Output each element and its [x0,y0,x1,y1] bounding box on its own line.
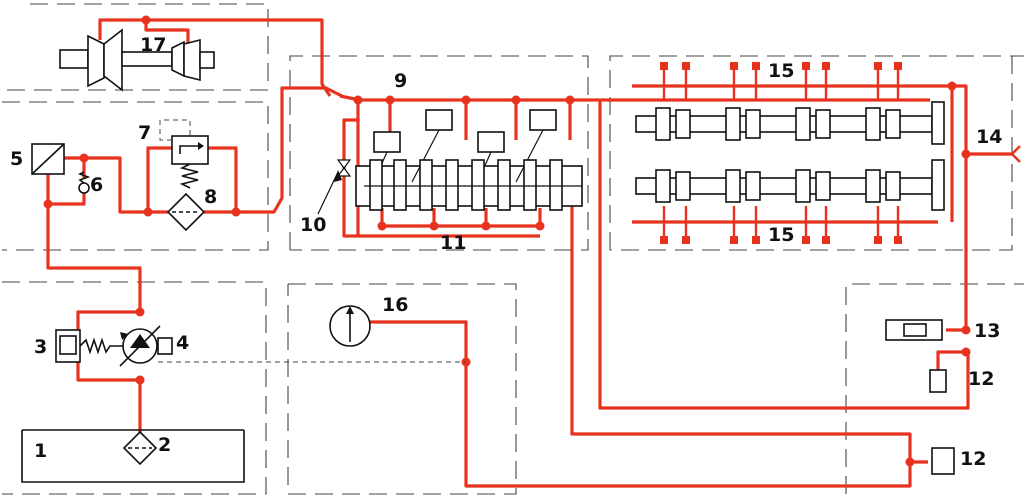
callout-12-lower: 12 [960,448,987,470]
callout-17: 17 [140,34,167,56]
callout-4: 4 [176,332,190,354]
zone-filter [2,101,269,251]
callout-15-top: 15 [768,60,795,82]
callout-11: 11 [440,232,467,254]
callout-7: 7 [138,122,152,144]
oil-pump-icon [119,325,173,367]
pressure-regulator-icon [55,329,124,363]
oil-pan-icon [21,429,245,483]
callout-8: 8 [204,186,218,208]
zone-cam [609,55,1024,250]
pressure-gauge-icon [329,305,371,347]
piston-jet-valve-icon [317,159,352,215]
callout-10: 10 [300,214,327,236]
callout-6: 6 [90,174,104,196]
callout-15-bottom: 15 [768,224,795,246]
bypass-valve-icon [159,119,209,189]
callout-12-upper: 12 [968,368,995,390]
strainer-icon [122,430,158,466]
callout-14: 14 [976,126,1003,148]
check-valve-icon [78,171,91,194]
zone-turbo [2,3,269,91]
tensioner-icon [885,319,943,341]
callout-1: 1 [34,440,48,462]
camshaft-bearings-icon [635,62,945,244]
callout-2: 2 [158,434,172,456]
spray-nozzle-icon [1011,145,1021,163]
crankshaft-bearings-icon [355,109,583,211]
pump-outlet-line [46,204,142,312]
zone-cam-right [610,56,1013,251]
zone-gauge [287,283,517,495]
callout-16: 16 [382,294,409,316]
turbocharger-icon [59,28,215,92]
gear-icon [929,369,955,475]
callout-9: 9 [394,70,408,92]
oil-lines [46,18,1012,488]
zone-crank [289,55,589,251]
oil-filter-icon [166,192,206,232]
callout-5: 5 [10,148,24,170]
zone-sump [2,281,267,495]
callout-3: 3 [34,336,48,358]
oil-junctions [43,15,971,467]
callout-13: 13 [974,320,1001,342]
oil-cooler-icon [31,143,65,175]
zone-borders [2,3,1024,495]
